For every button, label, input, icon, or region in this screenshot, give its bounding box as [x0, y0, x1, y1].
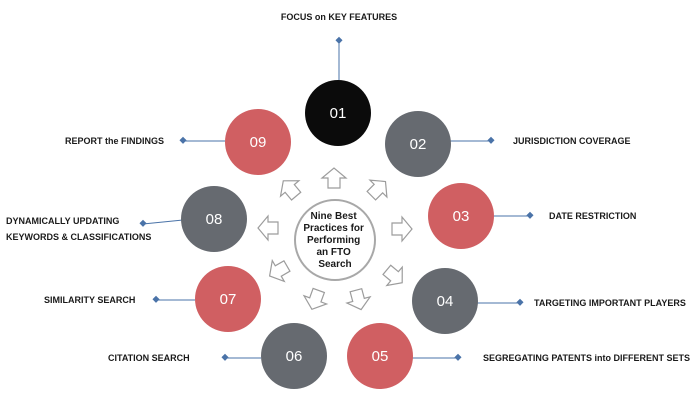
step-01-circle	[305, 80, 371, 146]
arrow-to-05-icon	[345, 287, 372, 311]
center-line-5: Search	[318, 259, 351, 270]
step-08-label-line-2: KEYWORDS & CLASSIFICATIONS	[6, 232, 151, 242]
center-line-2: Practices for	[303, 223, 364, 234]
step-07-label: SIMILARITY SEARCH	[44, 295, 135, 305]
step-01-number: 01	[330, 105, 347, 122]
step-06: 06	[261, 323, 327, 389]
center-hub: Nine Best Practices for Performing an FT…	[294, 199, 376, 281]
step-02: 02	[385, 111, 451, 177]
step-04-number: 04	[437, 293, 454, 310]
marker-06	[221, 353, 229, 361]
step-07-number: 07	[220, 291, 237, 308]
step-09-label: REPORT the FINDINGS	[65, 136, 164, 146]
center-line-1: Nine Best	[311, 211, 358, 222]
step-08-number: 08	[206, 211, 223, 228]
step-03-circle	[428, 183, 494, 249]
marker-02	[487, 136, 495, 144]
connectors	[142, 41, 530, 359]
arrow-to-06-icon	[302, 287, 329, 311]
step-02-number: 02	[410, 136, 427, 153]
arrow-to-09-icon	[279, 180, 302, 201]
arrow-to-01-icon	[320, 167, 348, 189]
center-ring	[294, 199, 376, 281]
step-06-circle	[261, 323, 327, 389]
step-08: 08	[181, 186, 247, 252]
step-07: 07	[195, 266, 261, 332]
marker-07	[152, 295, 160, 303]
step-07-circle	[195, 266, 261, 332]
step-05-number: 05	[372, 348, 389, 365]
center-line-3: Performing	[307, 235, 360, 246]
marker-04	[516, 298, 524, 306]
arrow-to-03-icon	[391, 215, 413, 243]
step-03-number: 03	[453, 208, 470, 225]
step-04-label: TARGETING IMPORTANT PLAYERS	[534, 298, 686, 308]
marker-03	[526, 211, 534, 219]
step-06-label: CITATION SEARCH	[108, 353, 190, 363]
step-06-number: 06	[286, 348, 303, 365]
step-09-circle	[225, 109, 291, 175]
marker-01	[335, 36, 343, 44]
marker-09	[179, 136, 187, 144]
arrow-to-02-icon	[366, 179, 388, 201]
step-02-circle	[385, 111, 451, 177]
step-08-label-line-1: DYNAMICALLY UPDATING	[6, 216, 119, 226]
step-04: 04	[412, 268, 478, 334]
step-09-number: 09	[250, 134, 267, 151]
connector-markers	[139, 36, 534, 361]
step-02-label: JURISDICTION COVERAGE	[513, 136, 631, 146]
center-title: Nine Best Practices for Performing an FT…	[303, 211, 366, 270]
marker-08	[139, 219, 147, 227]
step-08-label: DYNAMICALLY UPDATING KEYWORDS & CLASSIFI…	[6, 216, 151, 242]
arrow-to-07-icon	[268, 258, 291, 283]
step-09: 09	[225, 109, 291, 175]
arrow-to-04-icon	[382, 264, 403, 287]
marker-05	[454, 353, 462, 361]
step-01: 01	[305, 80, 371, 146]
step-05-circle	[347, 323, 413, 389]
step-03: 03	[428, 183, 494, 249]
step-05-label: SEGREGATING PATENTS into DIFFERENT SETS	[483, 353, 690, 363]
step-05: 05	[347, 323, 413, 389]
step-01-label: FOCUS on KEY FEATURES	[281, 12, 397, 22]
step-04-circle	[412, 268, 478, 334]
radial-arrows	[257, 167, 413, 311]
center-line-4: an FTO	[316, 247, 350, 258]
connector-08	[142, 219, 184, 225]
arrow-to-08-icon	[257, 214, 279, 242]
step-03-label: DATE RESTRICTION	[549, 211, 636, 221]
step-08-circle	[181, 186, 247, 252]
